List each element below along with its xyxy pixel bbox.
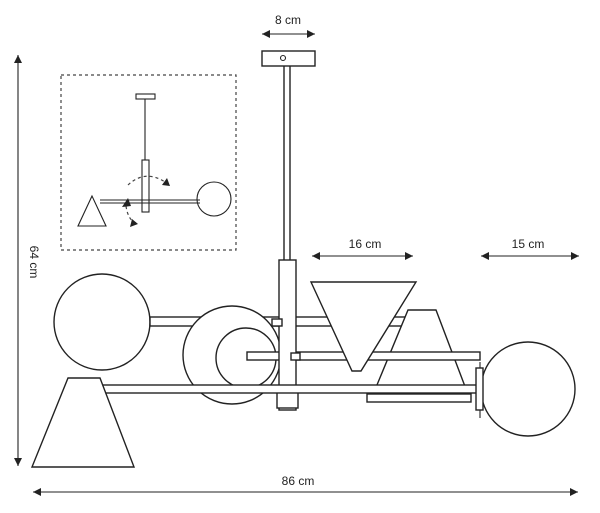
central-column — [278, 259, 297, 411]
ceiling-canopy — [261, 50, 316, 67]
rotation-inset — [60, 74, 237, 251]
globe-width-dimension: 15 cm — [481, 237, 579, 260]
lamp-drawing — [30, 50, 576, 468]
shade-width-label: 16 cm — [349, 237, 382, 251]
shade-width-dimension: 16 cm — [312, 237, 413, 260]
shade-front-top — [309, 281, 418, 372]
height-dimension: 64 cm — [14, 55, 41, 466]
total-width-dimension: 86 cm — [33, 474, 578, 496]
globe-back-left — [53, 273, 151, 371]
globe-width-label: 15 cm — [512, 237, 545, 251]
canopy-width-label: 8 cm — [275, 13, 301, 27]
height-label: 64 cm — [27, 246, 41, 279]
canopy-width-dimension: 8 cm — [262, 13, 315, 38]
globe-right — [480, 341, 576, 437]
shade-bottom-left — [30, 377, 136, 468]
total-width-label: 86 cm — [282, 474, 315, 488]
